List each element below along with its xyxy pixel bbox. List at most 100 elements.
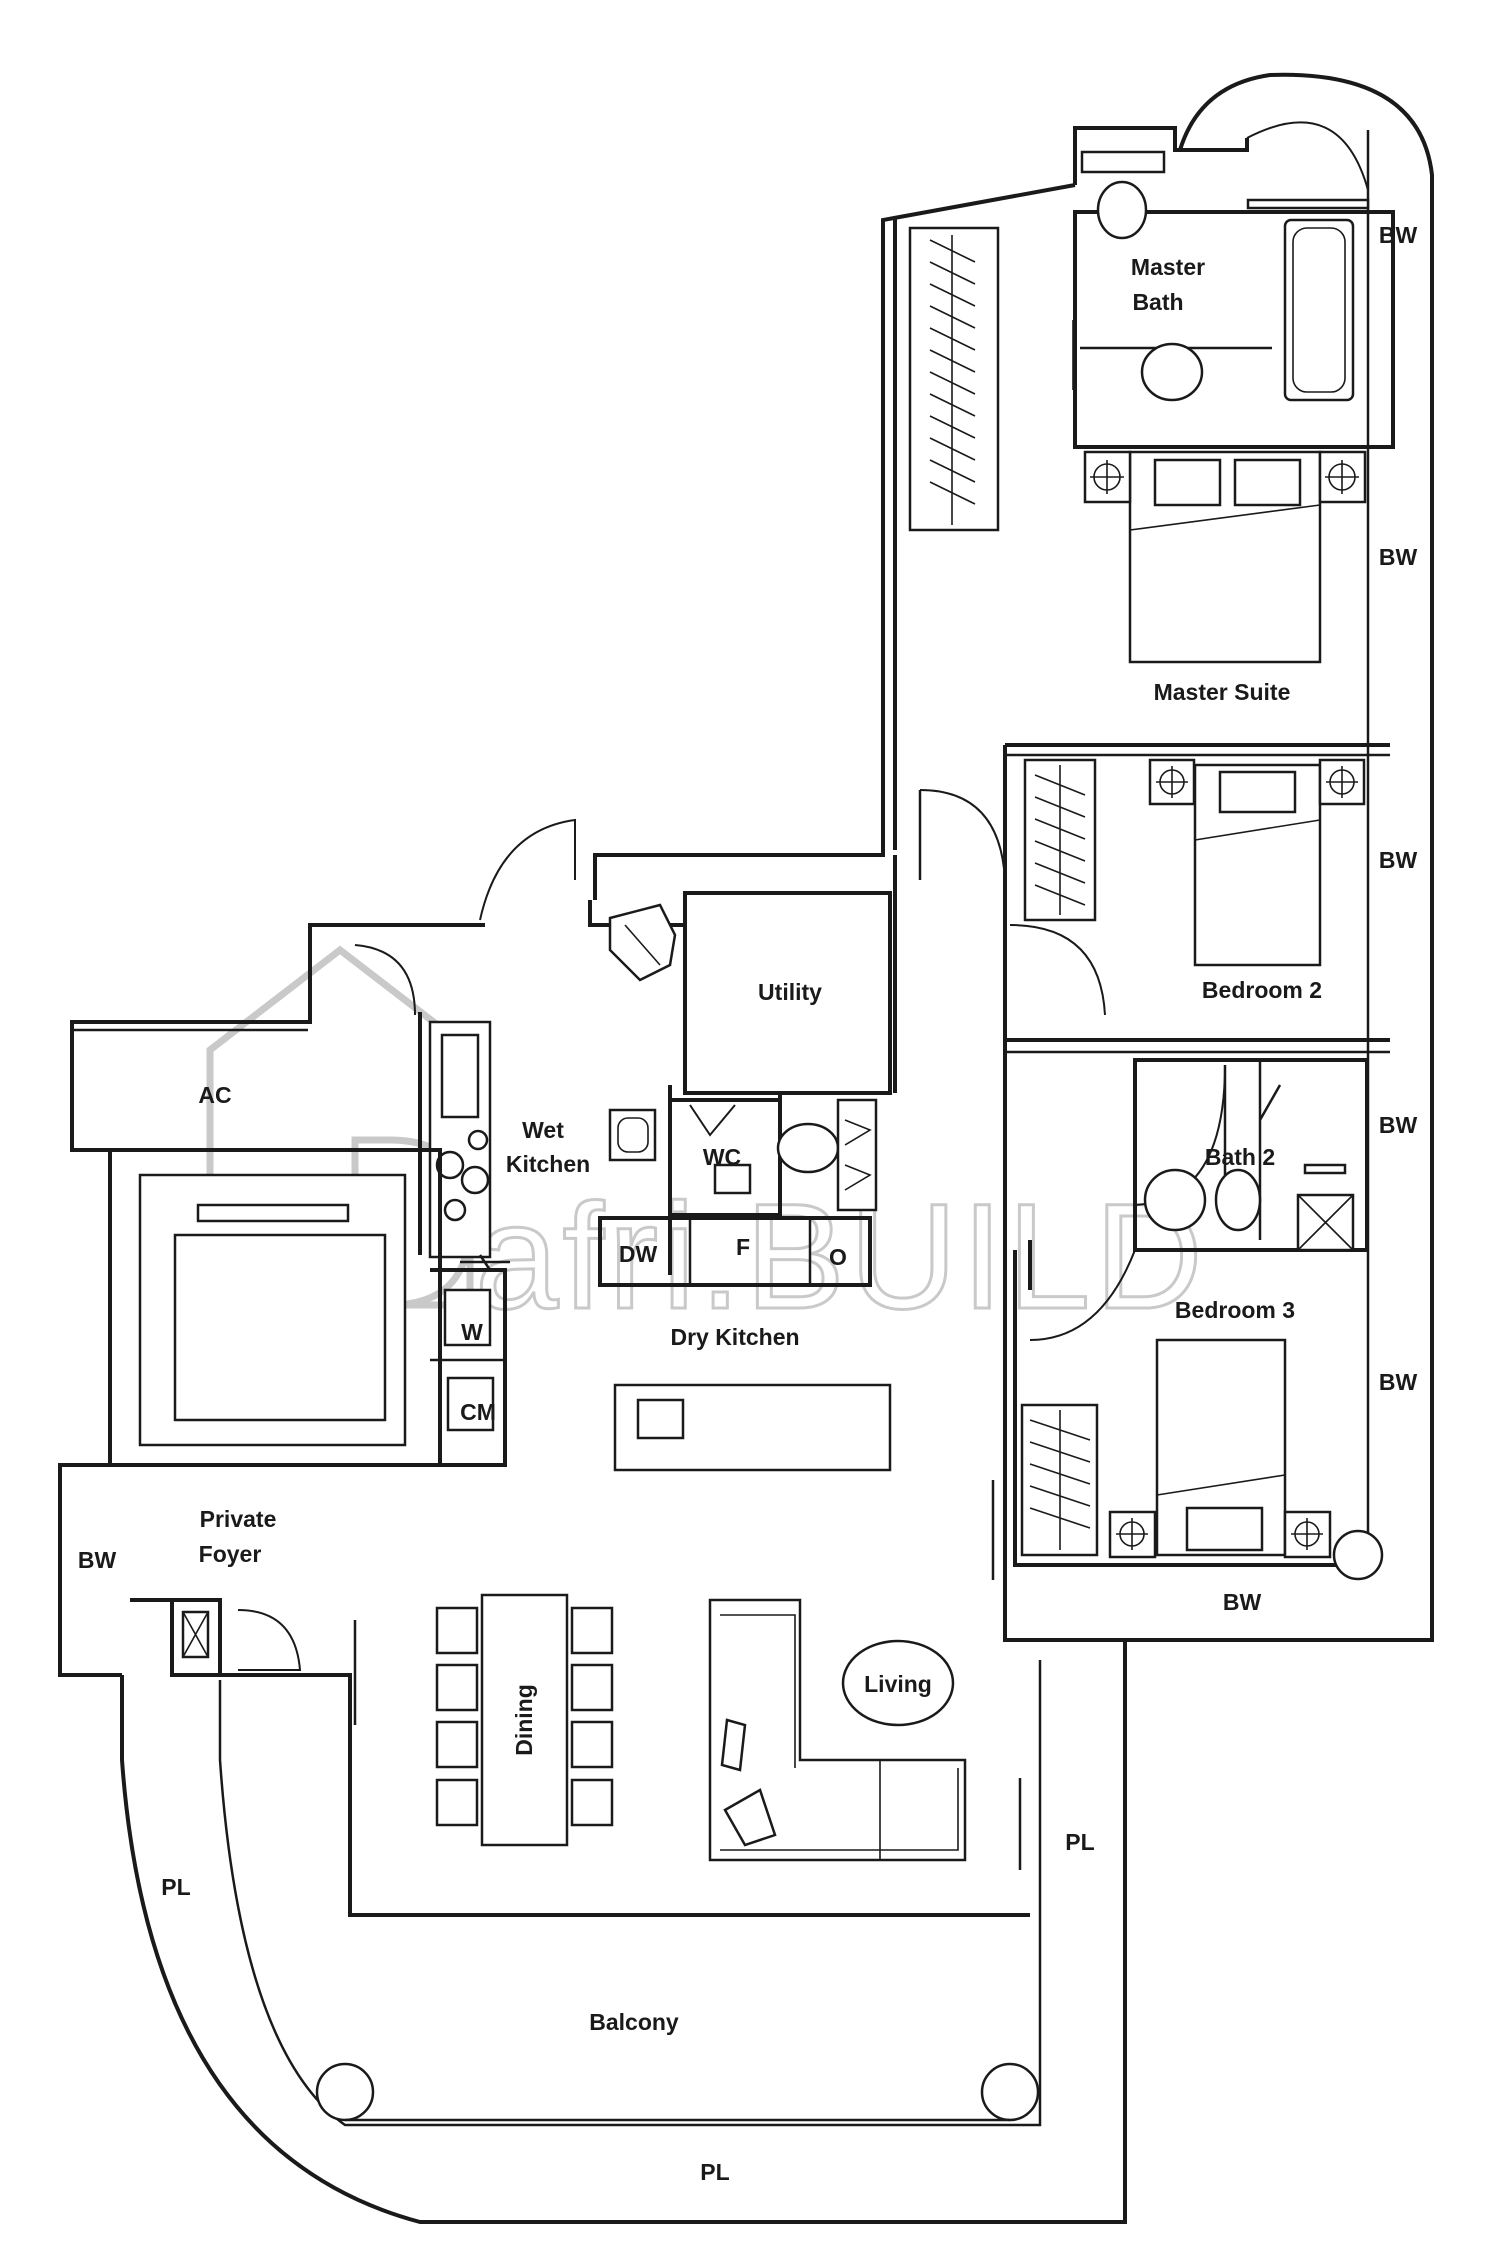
foyer-south-wall bbox=[130, 1598, 1030, 1917]
bw-label: BW bbox=[1379, 1112, 1418, 1138]
master-bath-label-line-2: Bath bbox=[1132, 289, 1183, 315]
balcony-outer-wall bbox=[120, 1640, 1127, 2224]
master-suite-label: Master Suite bbox=[1154, 679, 1291, 705]
living-label: Living bbox=[864, 1671, 932, 1697]
wc-shelf bbox=[836, 1098, 878, 1212]
ac-label: AC bbox=[198, 1082, 231, 1108]
bw-label: BW bbox=[1379, 847, 1418, 873]
room-labels: Master Bath Master Suite Bedroom 2 Bath … bbox=[198, 254, 1322, 2035]
bathtub bbox=[1283, 218, 1355, 402]
dining-chair bbox=[570, 1663, 614, 1712]
private-foyer-label-line-1: Private bbox=[200, 1506, 277, 1532]
bw-label: BW bbox=[1379, 544, 1418, 570]
wc-label: WC bbox=[703, 1144, 741, 1170]
ac-ledge-unit bbox=[108, 1148, 442, 1467]
wet-kitchen-label-line-2: Kitchen bbox=[506, 1151, 590, 1177]
balcony-column bbox=[315, 2062, 375, 2122]
bedroom-3 bbox=[991, 1240, 1384, 1581]
master-toilet bbox=[1096, 180, 1148, 240]
bath-2 bbox=[1133, 1058, 1369, 1252]
bedroom-3-door-arc bbox=[1029, 1249, 1136, 1341]
master-pillow-right bbox=[1233, 458, 1302, 507]
bath-2-basin bbox=[1143, 1168, 1207, 1232]
bath-2-toilet bbox=[1214, 1168, 1262, 1232]
cm-label: CM bbox=[460, 1399, 496, 1425]
washer-label: W bbox=[461, 1319, 483, 1345]
bath-2-walls bbox=[1133, 1058, 1369, 1252]
master-pillow-left bbox=[1153, 458, 1222, 507]
wet-kitchen-tap bbox=[460, 1254, 510, 1271]
utility-label: Utility bbox=[758, 979, 822, 1005]
sofa-lamp bbox=[720, 1718, 747, 1772]
master-lamp-left-icon bbox=[1083, 450, 1132, 504]
master-wing-outer-wall bbox=[1135, 72, 1434, 1642]
private-foyer-label-line-2: Foyer bbox=[199, 1541, 262, 1567]
pl-label: PL bbox=[1065, 1829, 1094, 1855]
bedroom-2-pillow bbox=[1218, 770, 1297, 814]
dining-chair bbox=[435, 1606, 479, 1655]
washer-cm-counter bbox=[430, 1268, 507, 1467]
dining-chair bbox=[570, 1778, 614, 1827]
sofa-outer bbox=[708, 1598, 967, 1862]
bath-2-shower-bar bbox=[1303, 1163, 1347, 1175]
wet-kitchen bbox=[354, 818, 576, 1467]
wc-walls bbox=[670, 1093, 782, 1217]
master-bath-top-wall bbox=[1073, 126, 1249, 185]
dining-chair bbox=[570, 1606, 614, 1655]
bw-label: BW bbox=[1379, 222, 1418, 248]
dining-label: Dining bbox=[511, 1684, 537, 1756]
living bbox=[708, 1598, 1022, 1870]
foyer-shaft-cross-icon bbox=[182, 1611, 209, 1658]
master-bath-label-line-1: Master bbox=[1131, 254, 1205, 280]
dining-chair bbox=[435, 1663, 479, 1712]
bath-2-shower-drain-icon bbox=[1297, 1194, 1354, 1251]
wc-toilet bbox=[776, 1122, 840, 1174]
bedroom-3-lamp-left-icon bbox=[1108, 1510, 1157, 1559]
bedroom-2-lamp-left-icon bbox=[1148, 758, 1196, 806]
bw-label: BW bbox=[78, 1547, 117, 1573]
ac-unit-inner bbox=[173, 1233, 387, 1422]
outer-walls bbox=[58, 72, 1434, 2224]
fridge-label: F bbox=[736, 1234, 750, 1260]
dining-chair bbox=[435, 1720, 479, 1769]
utility-sink bbox=[608, 903, 677, 982]
planter-labels: PL PL PL bbox=[161, 1829, 1094, 2185]
watermark-house-icon bbox=[206, 945, 474, 1309]
washbasin-small-bowl bbox=[617, 1117, 649, 1153]
bedroom-2-bed-sheet bbox=[1194, 819, 1321, 841]
wet-kitchen-sink bbox=[440, 1033, 480, 1119]
bedroom-3-wardrobe-hangers bbox=[1029, 1410, 1091, 1550]
sofa-inner bbox=[720, 1614, 959, 1851]
wc-basin bbox=[713, 1163, 752, 1195]
dining-chair bbox=[435, 1778, 479, 1827]
bath-2-label: Bath 2 bbox=[1205, 1144, 1275, 1170]
wet-kitchen-north-wall bbox=[70, 923, 485, 1152]
master-wing-west-wall bbox=[593, 183, 1076, 900]
wet-kitchen-entry-door bbox=[479, 818, 576, 921]
hob-burner-3-icon bbox=[443, 1198, 467, 1222]
master-bath-window-arc bbox=[1246, 121, 1369, 191]
corridor-east-wall bbox=[1003, 1040, 1135, 1642]
master-bath-walls bbox=[1073, 210, 1395, 449]
wc-shelf-detail bbox=[844, 1119, 872, 1191]
utility-sink-detail bbox=[624, 924, 661, 966]
wc-door bbox=[689, 1104, 736, 1137]
pl-label: PL bbox=[700, 2159, 729, 2185]
master-toilet-cistern bbox=[1080, 150, 1166, 174]
bw-label: BW bbox=[1223, 1589, 1262, 1615]
armchair bbox=[723, 1788, 777, 1847]
bw-label: BW bbox=[1379, 1369, 1418, 1395]
corridor-walls bbox=[893, 855, 1135, 1642]
ac-room-walls bbox=[108, 1148, 442, 1467]
coffee-table bbox=[841, 1639, 955, 1727]
pl-label: PL bbox=[161, 1874, 190, 1900]
dining bbox=[435, 1593, 614, 1847]
bedroom-3-column bbox=[1332, 1529, 1384, 1581]
bedroom-2-lamp-right-icon bbox=[1318, 758, 1366, 806]
balcony-label: Balcony bbox=[589, 2009, 679, 2035]
master-wardrobe bbox=[908, 226, 1000, 532]
bedroom-2 bbox=[1003, 745, 1390, 1054]
balcony bbox=[315, 1913, 1040, 2122]
master-wardrobe-hangers bbox=[929, 235, 976, 525]
foyer-shaft bbox=[170, 1598, 222, 1677]
